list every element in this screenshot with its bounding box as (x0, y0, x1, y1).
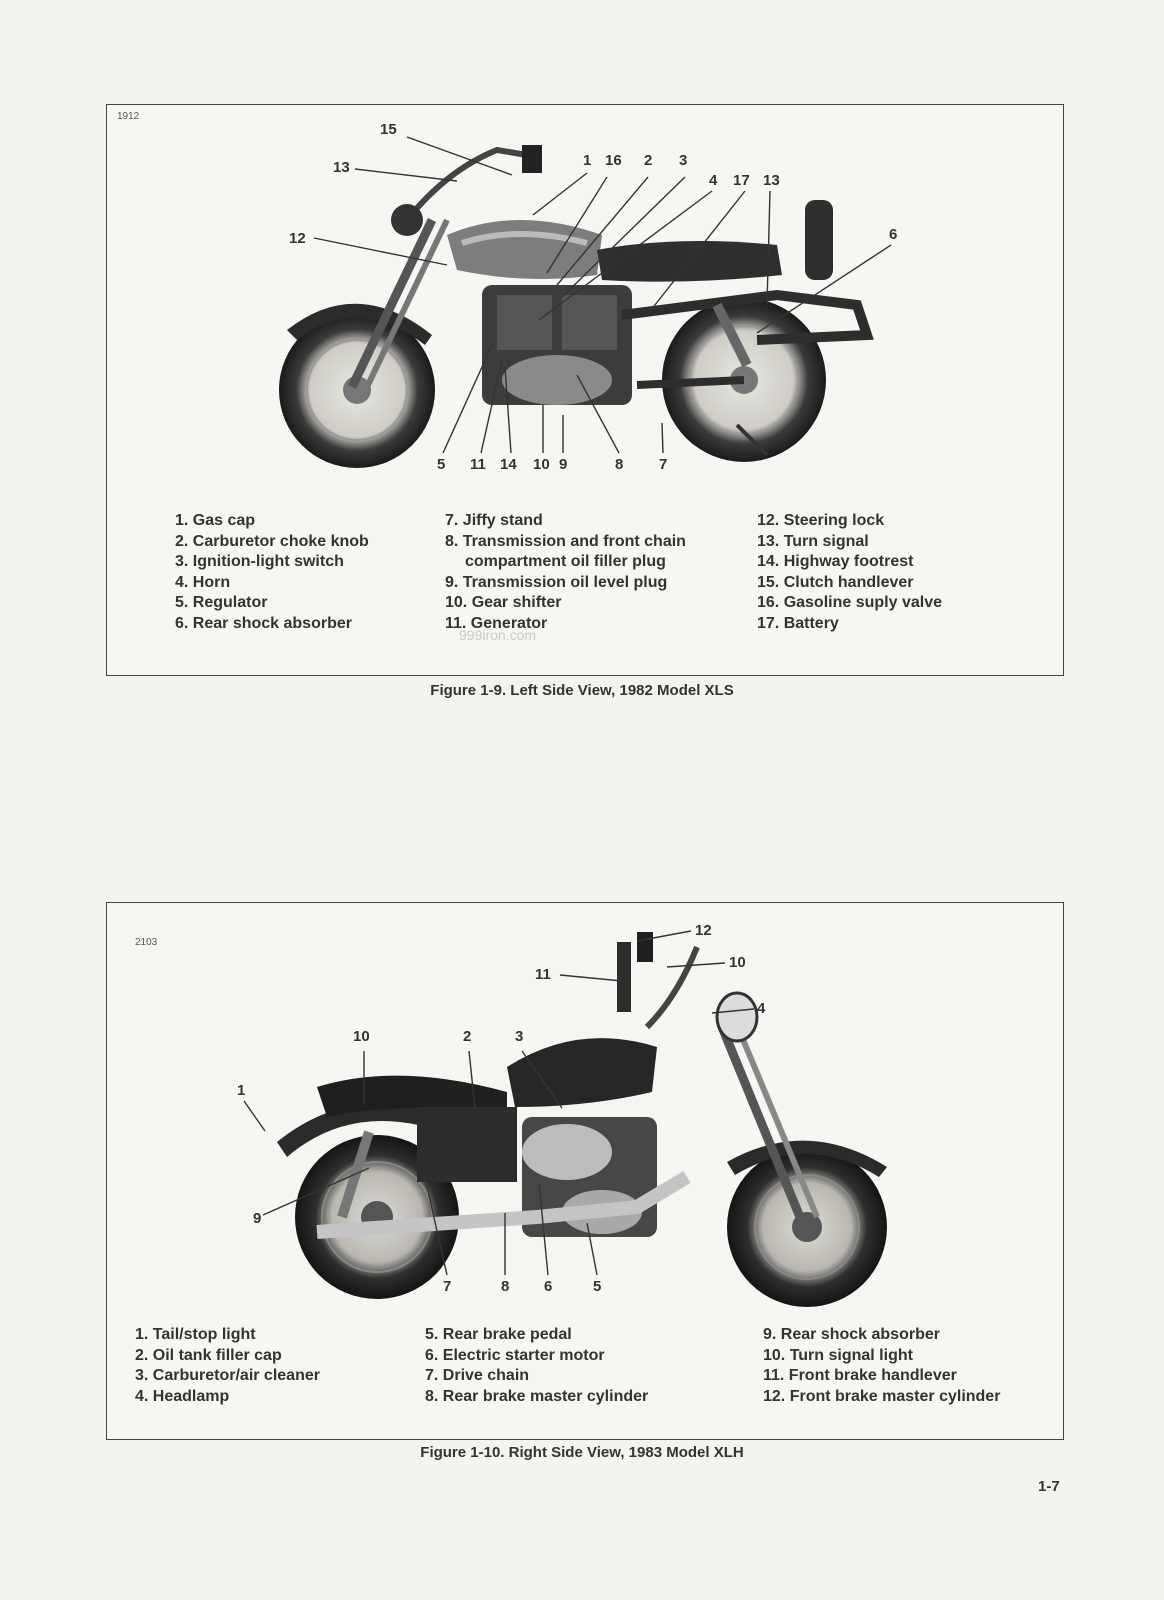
legend-item: 8. Transmission and front chain (445, 532, 686, 550)
legend-item: 7. Jiffy stand (445, 512, 543, 529)
legend-item: 9. Rear shock absorber (763, 1326, 940, 1343)
figure-1-10-leader-lines (243, 930, 755, 1276)
callout-7: 7 (443, 1278, 452, 1295)
legend-item: 4. Horn (175, 573, 231, 591)
legend-item: 17. Battery (757, 614, 839, 632)
callout-16: 16 (605, 152, 622, 169)
legend-item: 3. Carburetor/air cleaner (135, 1367, 320, 1384)
legend-item: 10. Turn signal light (763, 1346, 913, 1364)
legend-item: 11. Front brake handlever (763, 1367, 957, 1384)
watermark: 999iron.com (459, 627, 537, 643)
callout-7: 7 (659, 456, 668, 473)
legend-column-2: 7. Jiffy stand 8. Transmission and front… (445, 511, 686, 634)
callout-3: 3 (515, 1028, 524, 1045)
figure-1-9-frame: 1912 (106, 104, 1064, 676)
legend-item: 6. Electric starter motor (425, 1346, 605, 1364)
callout-8: 8 (501, 1278, 510, 1295)
callout-1: 1 (583, 152, 592, 169)
callout-9: 9 (559, 456, 568, 473)
legend-item: 1. Gas cap (175, 512, 256, 529)
callout-14: 14 (500, 456, 517, 473)
callout-3: 3 (679, 152, 688, 169)
motorcycle-right-side-image (277, 932, 887, 1307)
page-number: 1-7 (1038, 1478, 1060, 1495)
callout-5: 5 (593, 1278, 602, 1295)
callout-13b: 13 (763, 172, 780, 189)
callout-10b: 10 (353, 1028, 370, 1045)
callout-1: 1 (237, 1082, 246, 1099)
callout-5: 5 (437, 456, 446, 473)
legend-item: 12. Steering lock (757, 512, 885, 529)
legend-item: 1. Tail/stop light (135, 1326, 256, 1343)
legend-item: 15. Clutch handlever (757, 573, 914, 591)
legend-item: 13. Turn signal (757, 532, 869, 550)
callout-12: 12 (289, 230, 306, 247)
callout-4: 4 (709, 172, 718, 189)
callout-15: 15 (380, 121, 397, 138)
callout-9: 9 (253, 1210, 262, 1227)
figure-id: 2103 (135, 937, 158, 948)
callout-11: 11 (535, 966, 551, 983)
figure-1-9-caption: Figure 1-9. Left Side View, 1982 Model X… (430, 682, 734, 699)
legend-item: 14. Highway footrest (757, 553, 914, 570)
legend-item: 2. Oil tank filler cap (135, 1346, 282, 1364)
motorcycle-left-side-image (279, 145, 874, 468)
legend-item: 9. Transmission oil level plug (445, 573, 668, 591)
legend-item: 5. Regulator (175, 594, 268, 611)
legend-item: 11. Generator (445, 614, 548, 632)
callout-2: 2 (644, 152, 653, 169)
legend-column-3: 9. Rear shock absorber 10. Turn signal l… (763, 1325, 1000, 1407)
legend-item: 16. Gasoline suply valve (757, 594, 942, 611)
figure-1-9-leader-lines (313, 136, 892, 454)
legend-item-continued: compartment oil filler plug (465, 553, 666, 570)
legend-item: 5. Rear brake pedal (425, 1326, 572, 1343)
callout-11: 11 (470, 456, 486, 473)
legend-column-2: 5. Rear brake pedal 6. Electric starter … (425, 1325, 648, 1407)
callout-10: 10 (729, 954, 746, 971)
callout-13: 13 (333, 159, 350, 176)
figure-id: 1912 (117, 111, 140, 122)
legend-column-1: 1. Gas cap 2. Carburetor choke knob 3. I… (175, 511, 369, 634)
legend-item: 2. Carburetor choke knob (175, 532, 369, 550)
legend-item: 10. Gear shifter (445, 594, 562, 611)
callout-8: 8 (615, 456, 624, 473)
callout-4: 4 (757, 1000, 766, 1017)
figure-1-10-frame: 2 10 3 (106, 902, 1064, 1440)
legend-item: 6. Rear shock absorber (175, 614, 352, 632)
legend-item: 12. Front brake master cylinder (763, 1387, 1001, 1405)
legend-item: 7. Drive chain (425, 1367, 530, 1384)
legend-item: 4. Headlamp (135, 1387, 230, 1405)
legend-column-3: 12. Steering lock 13. Turn signal 14. Hi… (757, 511, 942, 634)
callout-6: 6 (544, 1278, 553, 1295)
legend-item: 3. Ignition-light switch (175, 553, 344, 570)
legend-item: 8. Rear brake master cylinder (425, 1387, 649, 1405)
legend-column-1: 1. Tail/stop light 2. Oil tank filler ca… (135, 1325, 320, 1407)
callout-12: 12 (695, 922, 712, 939)
callout-6: 6 (889, 226, 898, 243)
callout-10: 10 (533, 456, 550, 473)
figure-1-10-caption: Figure 1-10. Right Side View, 1983 Model… (420, 1444, 744, 1461)
callout-17: 17 (733, 172, 750, 189)
callout-2: 2 (463, 1028, 472, 1045)
